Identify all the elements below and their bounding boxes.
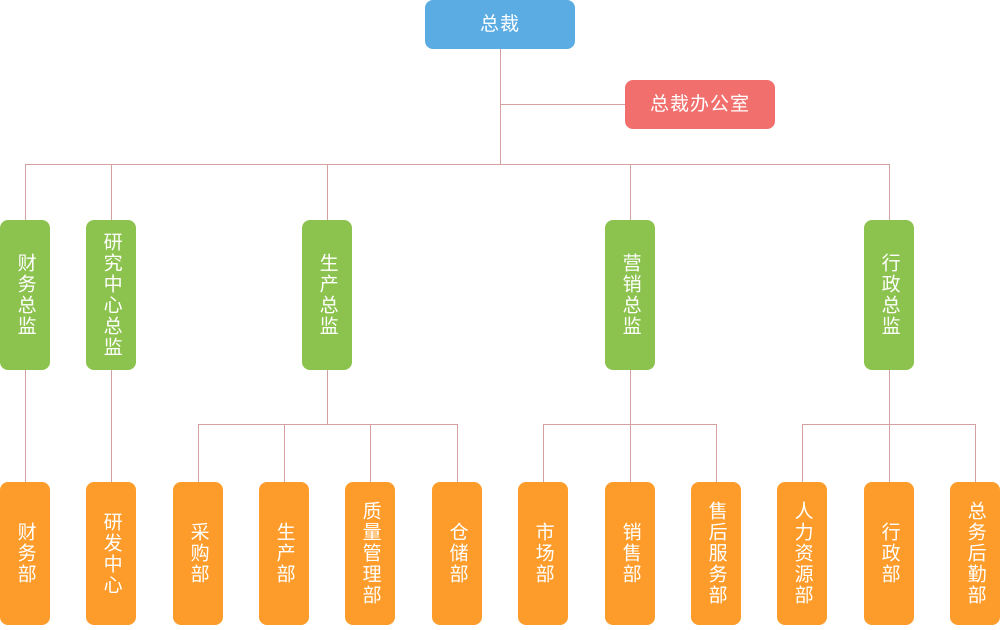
connector-production-stem [327, 370, 328, 424]
node-quality-dept[interactable]: 质量管理部 [345, 482, 395, 625]
connector-drop-logistics-dept [975, 424, 976, 482]
connector-drop-finance-director [25, 164, 26, 220]
connector-drop-aftersales-dept [716, 424, 717, 482]
connector-ceo-office [500, 104, 625, 105]
connector-drop-admin-director [889, 164, 890, 220]
connector-drop-purchasing-dept [198, 424, 199, 482]
node-sales-dept[interactable]: 销售部 [605, 482, 655, 625]
connector-production-bus [198, 424, 457, 425]
connector-marketing-stem [630, 370, 631, 424]
connector-drop-warehouse-dept [457, 424, 458, 482]
connector-drop-quality-dept [370, 424, 371, 482]
node-marketing-director[interactable]: 营销总监 [605, 220, 655, 370]
node-warehouse-dept[interactable]: 仓储部 [432, 482, 482, 625]
connector-drop-production-dept [284, 424, 285, 482]
node-aftersales-dept[interactable]: 售后服务部 [691, 482, 741, 625]
node-presidents-office[interactable]: 总裁办公室 [625, 80, 775, 129]
connector-drop-admin-dept [889, 424, 890, 482]
connector-ceo-trunk [500, 49, 501, 164]
connector-admin-stem [889, 370, 890, 424]
node-admin-dept[interactable]: 行政部 [864, 482, 914, 625]
node-admin-director[interactable]: 行政总监 [864, 220, 914, 370]
connector-director-bus [25, 164, 890, 165]
node-finance-director[interactable]: 财务总监 [0, 220, 50, 370]
connector-finance-dept [25, 370, 26, 482]
node-market-dept[interactable]: 市场部 [518, 482, 568, 625]
node-logistics-dept[interactable]: 总务后勤部 [950, 482, 1000, 625]
node-production-dept[interactable]: 生产部 [259, 482, 309, 625]
node-production-director[interactable]: 生产总监 [302, 220, 352, 370]
connector-drop-sales-dept [630, 424, 631, 482]
connector-drop-market-dept [543, 424, 544, 482]
node-rd-center[interactable]: 研发中心 [86, 482, 136, 625]
node-purchasing-dept[interactable]: 采购部 [173, 482, 223, 625]
connector-marketing-bus [543, 424, 716, 425]
node-research-director[interactable]: 研究中心总监 [86, 220, 136, 370]
node-ceo[interactable]: 总裁 [425, 0, 575, 49]
connector-drop-production-director [327, 164, 328, 220]
connector-drop-hr-dept [802, 424, 803, 482]
node-finance-dept[interactable]: 财务部 [0, 482, 50, 625]
node-hr-dept[interactable]: 人力资源部 [777, 482, 827, 625]
connector-rd-center [111, 370, 112, 482]
connector-drop-marketing-director [630, 164, 631, 220]
connector-drop-research-director [111, 164, 112, 220]
